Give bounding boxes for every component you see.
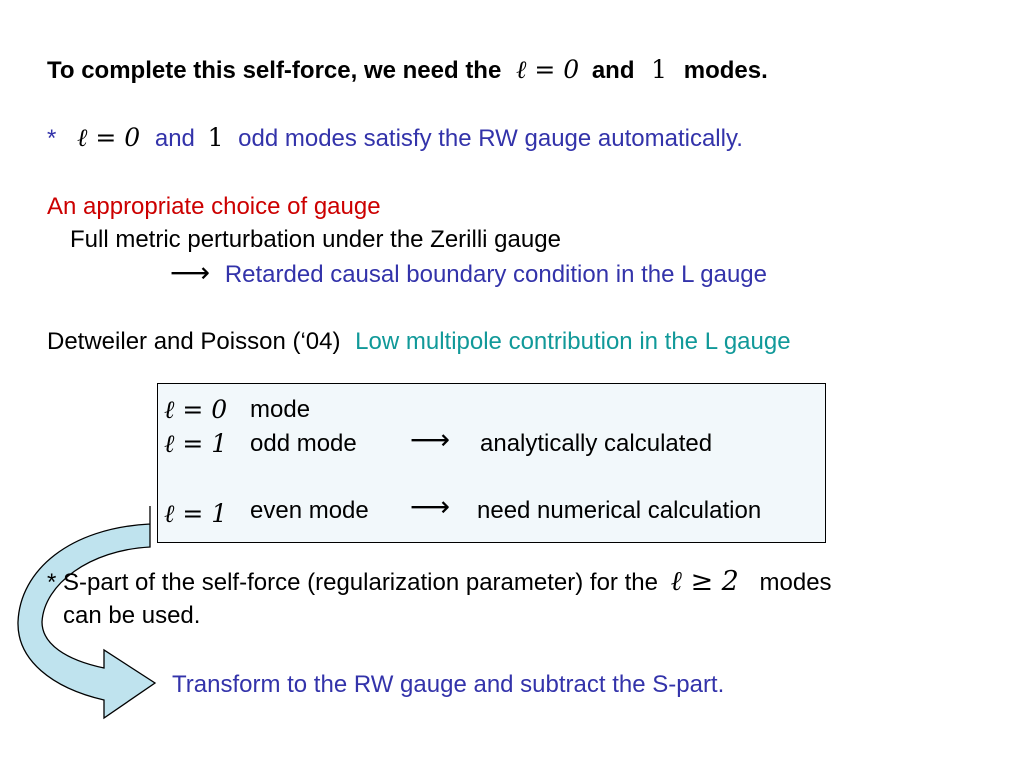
odd-note-text: odd modes satisfy the RW gauge automatic…: [238, 125, 743, 152]
box-row2-math: ℓ = 1: [164, 429, 228, 458]
right-arrow-icon: ⟶: [170, 256, 211, 289]
transform-line: Transform to the RW gauge and subtract t…: [172, 671, 725, 698]
box-row2-result: analytically calculated: [480, 430, 713, 457]
box-row3-math: ℓ = 1: [164, 499, 228, 528]
heading-math-l0: ℓ = 0: [515, 55, 580, 84]
heading-prefix: To complete this self-force, we need the: [47, 57, 502, 84]
box-row3-result: need numerical calculation: [477, 497, 762, 524]
odd-note-math-1: 1: [207, 123, 224, 152]
heading-and: and: [591, 57, 635, 84]
odd-note-math-l0: ℓ = 0: [77, 123, 141, 152]
s-part-line: * S-part of the self-force (regularizati…: [47, 568, 832, 597]
box-row1-label: mode: [250, 396, 311, 423]
right-arrow-icon: ⟶: [410, 490, 451, 523]
heading-suffix: modes.: [683, 57, 768, 84]
detweiler-text: Low multipole contribution in the L gaug…: [355, 328, 791, 355]
box-row-l1-odd: ℓ = 1 odd mode ⟶ analytically calculated: [164, 426, 712, 459]
s-part-prefix: * S-part of the self-force (regularizati…: [47, 569, 658, 596]
detweiler-ref: Detweiler and Poisson (‘04): [47, 328, 341, 355]
box-row3-label: even mode: [250, 497, 369, 524]
detweiler-line: Detweiler and Poisson (‘04) Low multipol…: [47, 328, 791, 356]
heading-math-1: 1: [651, 55, 668, 84]
retarded-text: Retarded causal boundary condition in th…: [224, 261, 767, 288]
odd-note-star: *: [47, 125, 57, 152]
box-row1-math: ℓ = 0: [164, 395, 228, 424]
s-part-math: ℓ ≥ 2: [670, 566, 739, 597]
box-row2-label: odd mode: [250, 430, 357, 457]
odd-modes-note: * ℓ = 0 and 1 odd modes satisfy the RW g…: [47, 124, 743, 153]
heading-line: To complete this self-force, we need the…: [47, 56, 768, 85]
s-part-suffix: modes: [759, 569, 832, 596]
gauge-choice-title: An appropriate choice of gauge: [47, 193, 381, 220]
box-row-l1-even: ℓ = 1 even mode ⟶ need numerical calcula…: [164, 493, 761, 529]
box-row-l0: ℓ = 0 mode: [164, 395, 310, 425]
retarded-line: ⟶ Retarded causal boundary condition in …: [170, 259, 767, 289]
right-arrow-icon: ⟶: [410, 423, 451, 456]
s-part-line2: can be used.: [63, 602, 201, 629]
mode-summary-box: ℓ = 0 mode ℓ = 1 odd mode ⟶ analytically…: [157, 383, 826, 543]
odd-note-and: and: [154, 125, 195, 152]
zerilli-line: Full metric perturbation under the Zeril…: [70, 226, 561, 253]
